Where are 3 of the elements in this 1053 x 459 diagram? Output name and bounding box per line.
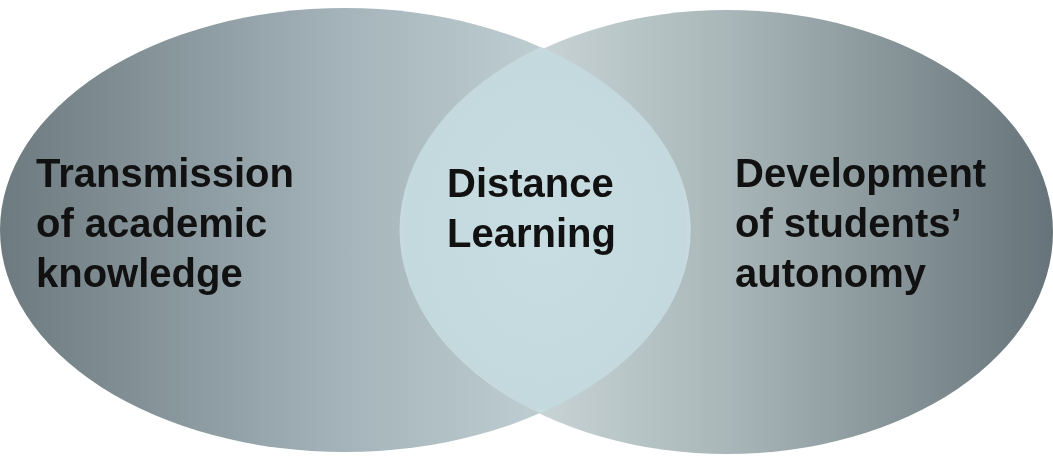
venn-label: Development of students’ autonomy bbox=[735, 150, 988, 297]
venn-label: Transmission of academic knowledge bbox=[36, 150, 295, 297]
venn-label: Distance Learning bbox=[447, 160, 617, 257]
